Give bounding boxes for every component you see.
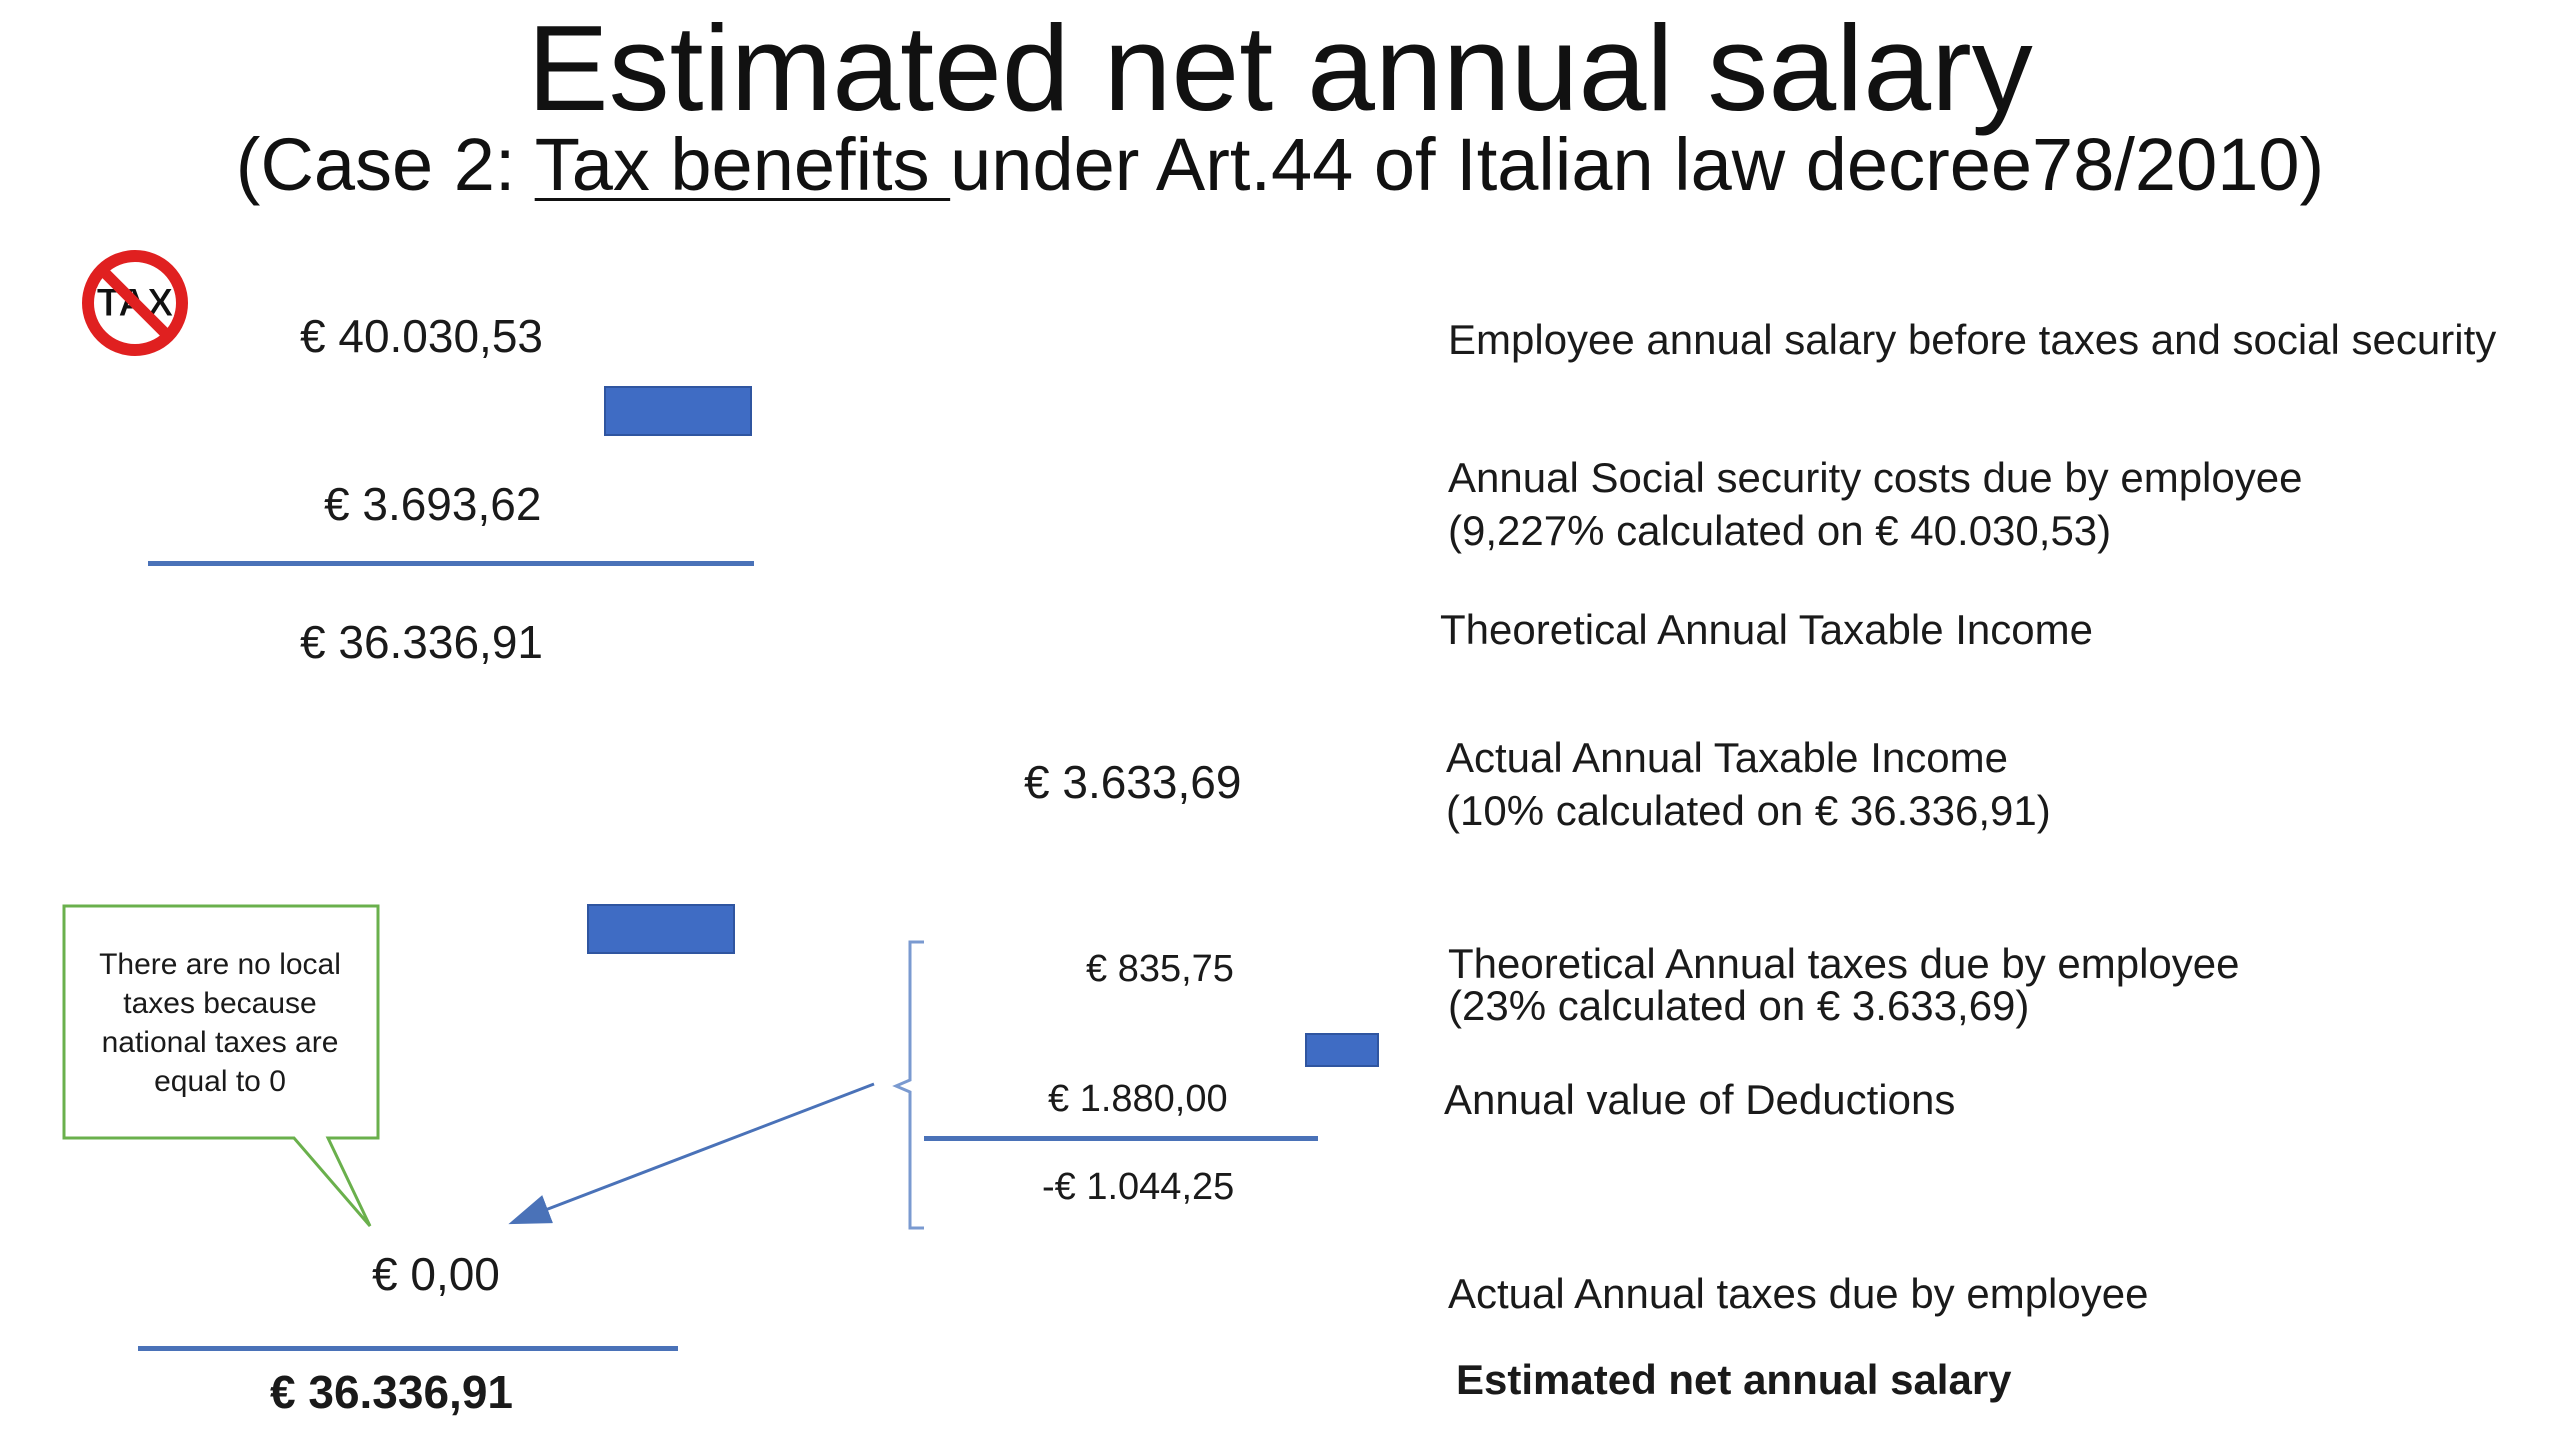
- callout-bubble: [62, 904, 380, 1227]
- minus-sign-block-3: [1305, 1033, 1379, 1067]
- theoretical-taxable-amount: € 36.336,91: [300, 616, 544, 668]
- tax-difference-divider: [924, 1136, 1318, 1141]
- actual-taxes-amount: € 0,00: [372, 1248, 500, 1300]
- theoretical-taxes-description-1: Theoretical Annual taxes due by employee: [1448, 940, 2240, 987]
- tax-difference-amount: -€ 1.044,25: [1042, 1166, 1235, 1208]
- minus-sign-block: [604, 386, 752, 436]
- callout-text: There are no local taxes because nationa…: [66, 945, 374, 1101]
- subtitle-underlined: Tax benefits: [534, 123, 951, 206]
- minus-sign-block-2: [587, 904, 735, 954]
- theoretical-taxes-amount: € 835,75: [1086, 948, 1234, 990]
- actual-taxable-description-2: (10% calculated on € 36.336,91): [1446, 787, 2051, 834]
- theoretical-taxes-description-2: (23% calculated on € 3.633,69): [1448, 982, 2030, 1029]
- social-security-description-2: (9,227% calculated on € 40.030,53): [1448, 507, 2112, 554]
- theoretical-taxable-description: Theoretical Annual Taxable Income: [1440, 606, 2093, 653]
- callout-line-1: There are no local: [99, 948, 341, 981]
- callout-line-3: national taxes are: [101, 1026, 339, 1059]
- callout-line-2: taxes because: [123, 987, 317, 1020]
- net-salary-description: Estimated net annual salary: [1456, 1356, 2012, 1403]
- subtitle-prefix: (Case 2:: [235, 123, 535, 206]
- deductions-description: Annual value of Deductions: [1444, 1076, 1956, 1123]
- actual-taxable-description-1: Actual Annual Taxable Income: [1446, 734, 2008, 781]
- net-salary-amount: € 36.336,91: [270, 1366, 514, 1418]
- no-tax-icon: TAX: [80, 248, 190, 358]
- deductions-amount: € 1.880,00: [1048, 1078, 1228, 1120]
- page-subtitle: (Case 2: Tax benefits under Art.44 of It…: [0, 122, 2560, 208]
- gross-salary-description: Employee annual salary before taxes and …: [1448, 316, 2497, 363]
- arrow-left-down: [508, 1082, 875, 1225]
- subtotal-divider: [148, 561, 754, 566]
- gross-salary-amount: € 40.030,53: [300, 310, 544, 362]
- page-title: Estimated net annual salary: [527, 0, 2033, 136]
- actual-taxable-amount: € 3.633,69: [1024, 756, 1242, 808]
- subtitle-suffix: under Art.44 of Italian law decree78/201…: [950, 123, 2325, 206]
- social-security-amount: € 3.693,62: [324, 478, 542, 530]
- social-security-description-1: Annual Social security costs due by empl…: [1448, 454, 2303, 501]
- brace-bracket: [892, 940, 924, 1230]
- callout-line-4: equal to 0: [154, 1065, 286, 1098]
- net-salary-divider: [138, 1346, 678, 1351]
- actual-taxes-description: Actual Annual taxes due by employee: [1448, 1270, 2149, 1317]
